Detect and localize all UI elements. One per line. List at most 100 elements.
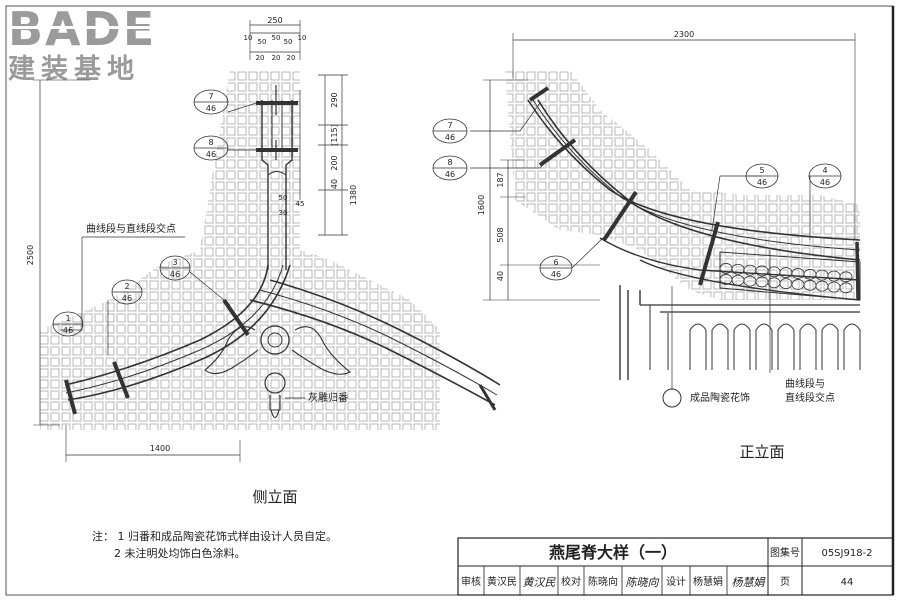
tile	[248, 93, 258, 103]
tile	[127, 93, 137, 103]
tile	[83, 280, 93, 290]
tile	[40, 181, 49, 191]
tile	[149, 401, 159, 411]
tile	[83, 357, 93, 367]
tile	[636, 247, 646, 257]
tile	[702, 93, 712, 103]
tile	[845, 247, 855, 257]
tile	[435, 401, 440, 411]
tile	[281, 71, 291, 81]
tile	[215, 324, 225, 334]
reviewer-signature: 黄汉民	[523, 576, 557, 589]
tile	[226, 291, 236, 301]
tile	[259, 192, 269, 202]
tile	[391, 170, 401, 180]
tile	[226, 258, 236, 268]
tile	[625, 137, 635, 147]
tile	[314, 192, 324, 202]
tile	[790, 82, 800, 92]
tile	[215, 148, 225, 158]
tile	[336, 346, 346, 356]
tile	[856, 82, 860, 92]
tile	[270, 412, 280, 422]
tile	[314, 324, 324, 334]
tile	[402, 247, 412, 257]
tile	[94, 126, 104, 136]
tile	[526, 192, 536, 202]
tile	[281, 104, 291, 114]
tile	[603, 247, 613, 257]
dim-side-1380: 1380	[349, 185, 358, 205]
tile	[127, 346, 137, 356]
tile	[116, 236, 126, 246]
front-intersection-label-2: 直线段交点	[785, 391, 835, 404]
tile	[669, 236, 679, 246]
tile	[149, 335, 159, 345]
tile	[413, 324, 423, 334]
tile	[160, 412, 170, 422]
tile	[237, 401, 247, 411]
tile	[314, 335, 324, 345]
tile	[160, 82, 170, 92]
tile	[559, 71, 569, 81]
tile	[347, 236, 357, 246]
tile	[358, 137, 368, 147]
tile	[581, 258, 591, 268]
tile	[182, 148, 192, 158]
tile	[713, 126, 723, 136]
tile	[72, 313, 82, 323]
tile	[713, 291, 723, 300]
tile	[413, 181, 423, 191]
tile	[314, 401, 324, 411]
tile	[347, 93, 357, 103]
tile	[105, 192, 115, 202]
tile	[94, 104, 104, 114]
tile	[548, 203, 558, 213]
tile	[314, 291, 324, 301]
tile	[50, 126, 60, 136]
dim-side-30: 30	[279, 209, 288, 217]
tile	[94, 115, 104, 125]
tile	[160, 302, 170, 312]
tile	[303, 423, 313, 430]
tile	[171, 82, 181, 92]
tile	[171, 170, 181, 180]
tile	[204, 346, 214, 356]
tile	[537, 203, 547, 213]
tile	[61, 104, 71, 114]
tile	[314, 346, 324, 356]
tile	[72, 104, 82, 114]
tile	[581, 104, 591, 114]
tile	[226, 346, 236, 356]
tile	[314, 225, 324, 235]
tile	[548, 115, 558, 125]
tile	[757, 93, 767, 103]
tile	[559, 93, 569, 103]
tile	[724, 291, 734, 300]
tile	[713, 280, 723, 290]
tile	[647, 82, 657, 92]
tile	[237, 390, 247, 400]
tile	[237, 203, 247, 213]
tile	[358, 126, 368, 136]
tile	[658, 181, 668, 191]
tile	[193, 324, 203, 334]
tile	[40, 401, 49, 411]
tile	[281, 346, 291, 356]
tile	[515, 258, 525, 268]
tile	[303, 324, 313, 334]
tile	[834, 71, 844, 81]
tile	[505, 170, 514, 180]
tile	[570, 280, 580, 290]
callout-number: 7	[208, 92, 213, 101]
tile	[413, 203, 423, 213]
tile	[116, 401, 126, 411]
tile	[779, 203, 789, 213]
tile	[424, 126, 434, 136]
tile	[105, 181, 115, 191]
tile	[215, 269, 225, 279]
tile	[160, 379, 170, 389]
tile	[424, 390, 434, 400]
tile	[391, 379, 401, 389]
tile	[94, 137, 104, 147]
